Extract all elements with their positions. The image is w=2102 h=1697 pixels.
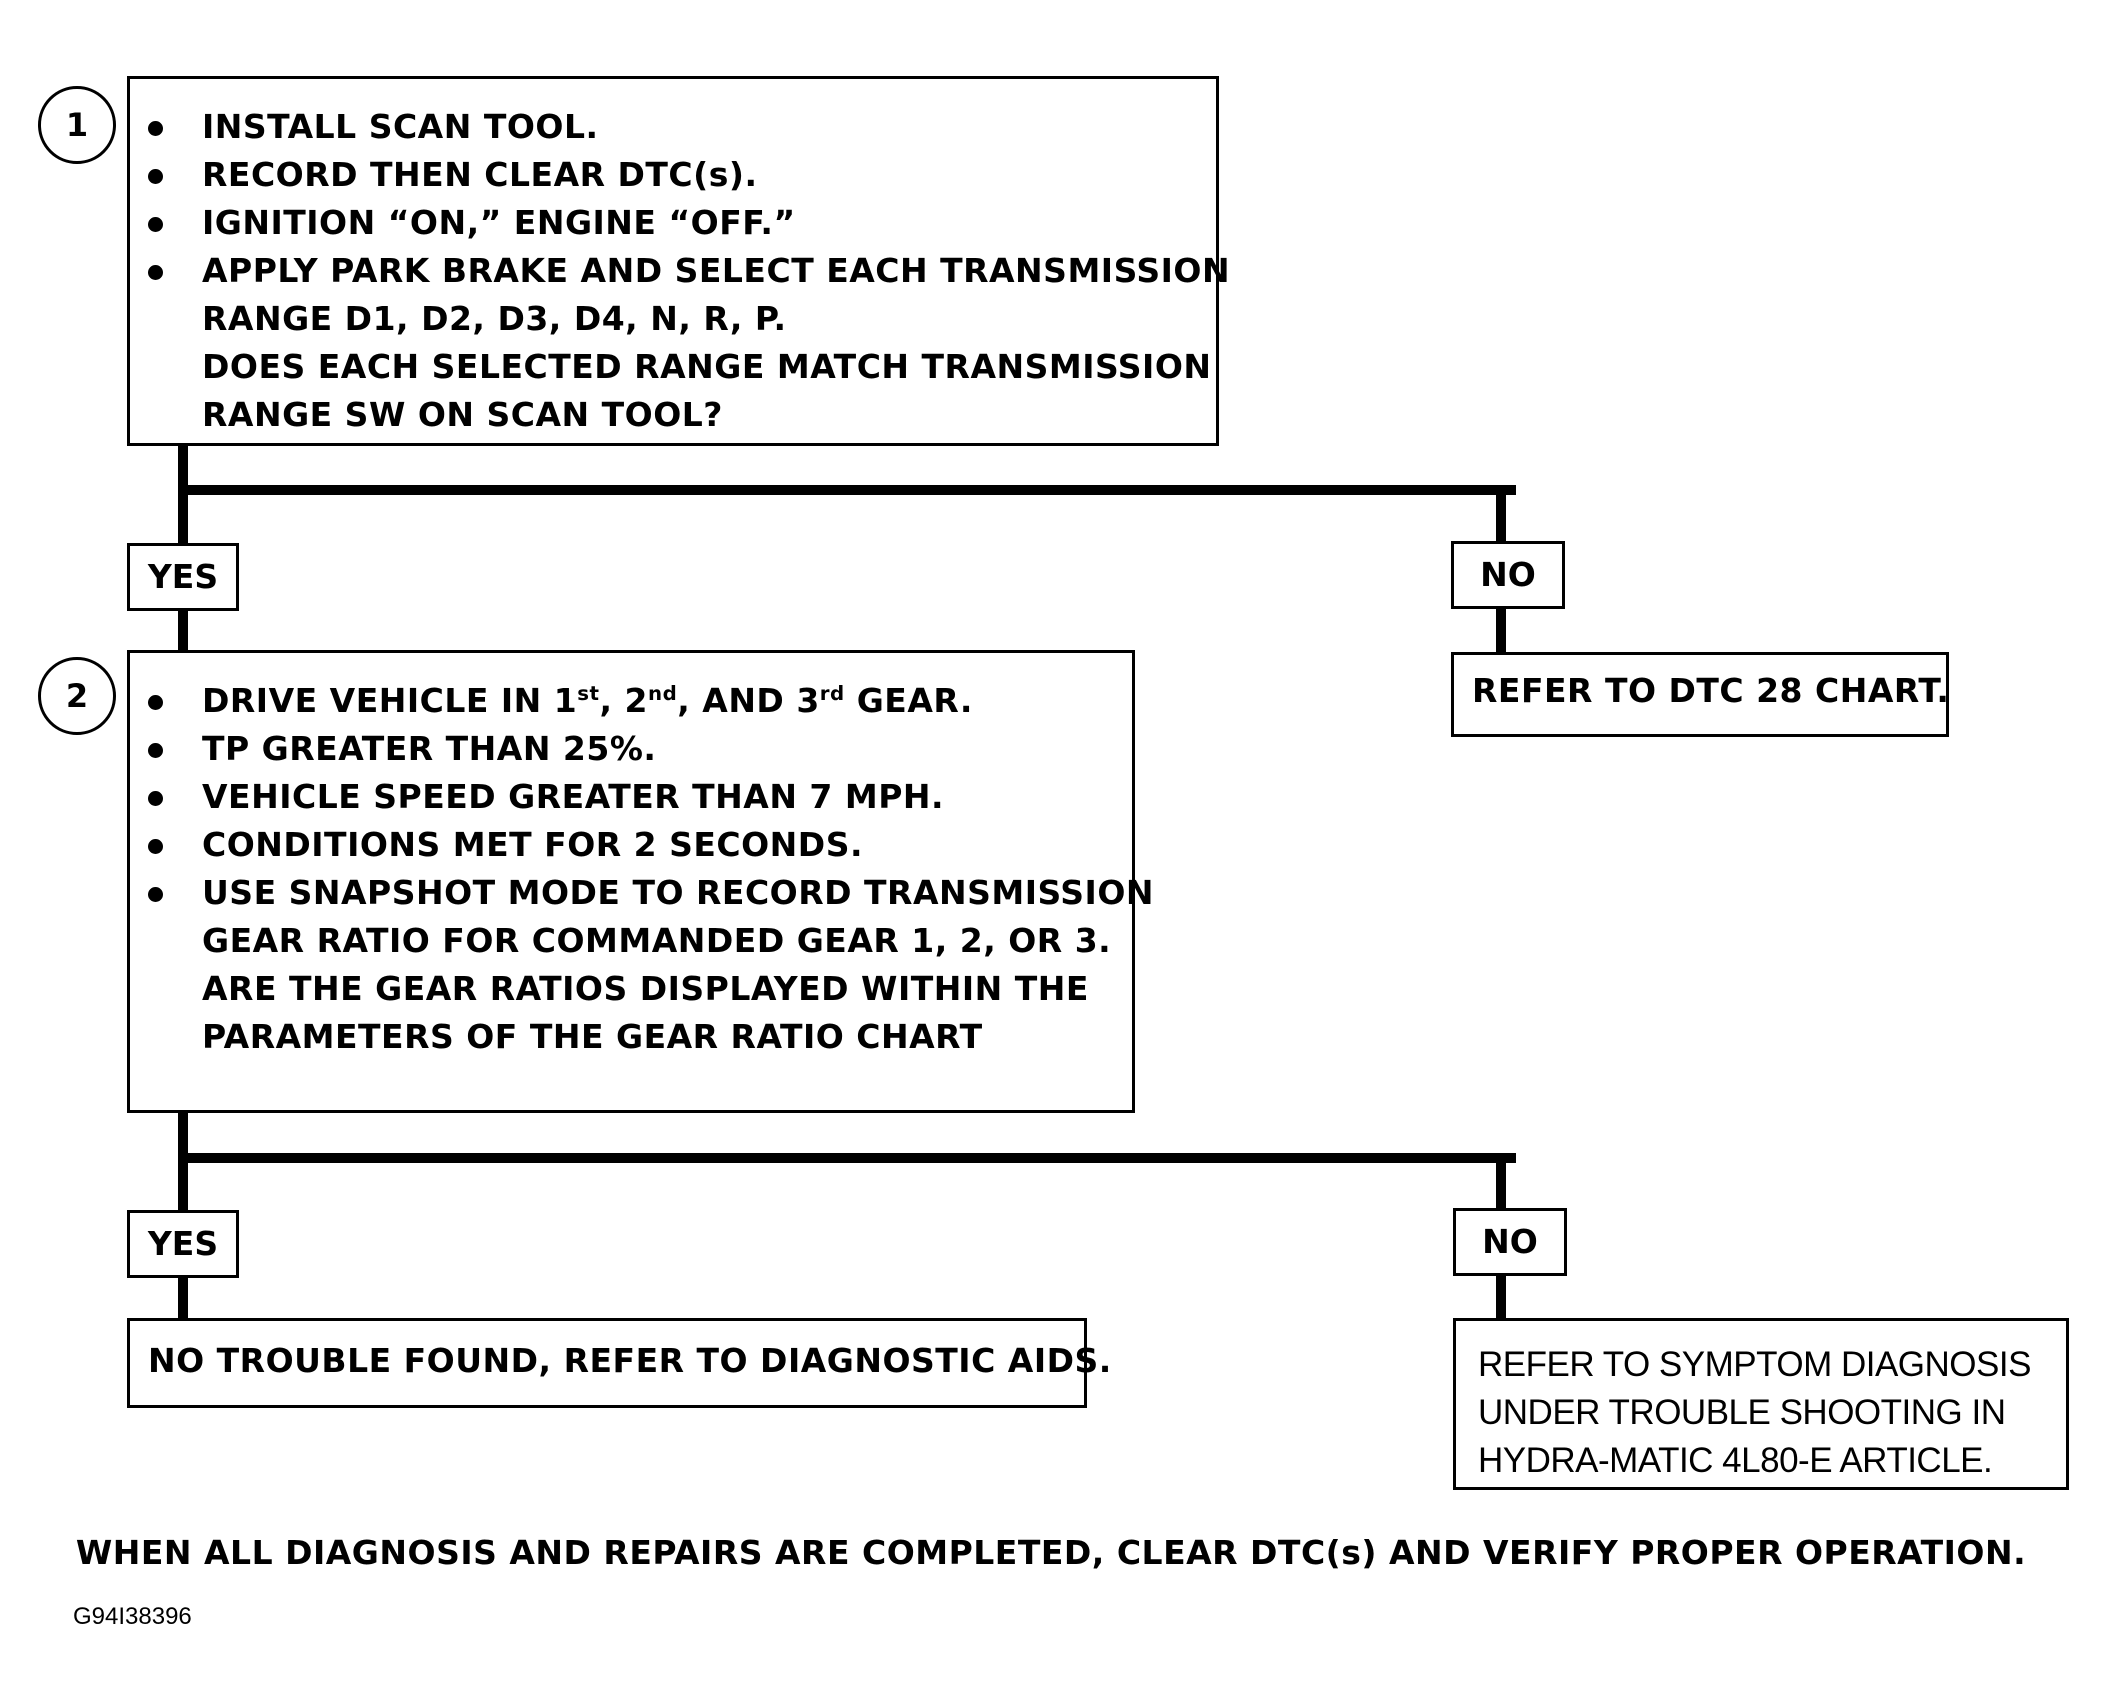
step-1-item: APPLY PARK BRAKE AND SELECT EACH TRANSMI…: [130, 247, 1230, 439]
footer-note: WHEN ALL DIAGNOSIS AND REPAIRS ARE COMPL…: [75, 1533, 2027, 1572]
step-2-item: TP GREATER THAN 25%.: [130, 725, 1132, 773]
step-2-yes-result: NO TROUBLE FOUND, REFER TO DIAGNOSTIC AI…: [127, 1318, 1111, 1408]
no-result-line: HYDRA-MATIC 4L80-E ARTICLE.: [1478, 1441, 1993, 1480]
step-2-item: USE SNAPSHOT MODE TO RECORD TRANSMISSION…: [130, 869, 1154, 1061]
connector-line: [178, 485, 1516, 495]
bullet-icon: [148, 887, 163, 902]
step-2-item: VEHICLE SPEED GREATER THAN 7 MPH.: [130, 773, 1132, 821]
no-result-text: REFER TO DTC 28 CHART.: [1472, 671, 1950, 710]
step-1-item: INSTALL SCAN TOOL.: [130, 103, 1216, 151]
step-1-item: IGNITION “ON,” ENGINE “OFF.”: [130, 199, 1216, 247]
step-2-item: CONDITIONS MET FOR 2 SECONDS.: [130, 821, 1132, 869]
step-2-box: DRIVE VEHICLE IN 1st, 2nd, AND 3rd GEAR.…: [127, 650, 1154, 1113]
connector-line: [178, 611, 188, 653]
figure-id: G94I38396: [73, 1603, 192, 1630]
no-result-line: UNDER TROUBLE SHOOTING IN: [1478, 1393, 2006, 1432]
bullet-icon: [148, 121, 163, 136]
connector-line: [178, 1278, 188, 1320]
bullet-icon: [148, 695, 163, 710]
step-2-item: DRIVE VEHICLE IN 1st, 2nd, AND 3rd GEAR.: [130, 677, 1132, 725]
no-result-line: REFER TO SYMPTOM DIAGNOSIS: [1478, 1345, 2031, 1384]
step-2-number: 2: [38, 657, 116, 735]
connector-line: [1496, 1153, 1506, 1211]
step-1-item: RECORD THEN CLEAR DTC(s).: [130, 151, 1216, 199]
step-1-no-label: NO: [1451, 541, 1565, 609]
connector-line: [178, 1153, 1516, 1163]
step-1-no-result: REFER TO DTC 28 CHART.: [1451, 652, 1949, 737]
connector-line: [1496, 609, 1506, 653]
bullet-icon: [148, 791, 163, 806]
connector-line: [1496, 485, 1506, 545]
step-1-box: INSTALL SCAN TOOL. RECORD THEN CLEAR DTC…: [127, 76, 1230, 446]
bullet-icon: [148, 743, 163, 758]
connector-line: [178, 446, 188, 546]
bullet-icon: [148, 169, 163, 184]
connector-line: [178, 1113, 188, 1213]
yes-result-text: NO TROUBLE FOUND, REFER TO DIAGNOSTIC AI…: [148, 1341, 1112, 1380]
step-2-no-label: NO: [1453, 1208, 1567, 1276]
bullet-icon: [148, 217, 163, 232]
step-1-number: 1: [38, 86, 116, 164]
step-2-yes-label: YES: [127, 1210, 239, 1278]
connector-line: [1496, 1276, 1506, 1318]
bullet-icon: [148, 839, 163, 854]
bullet-icon: [148, 265, 163, 280]
step-2-no-result: REFER TO SYMPTOM DIAGNOSIS UNDER TROUBLE…: [1453, 1318, 2069, 1490]
step-1-yes-label: YES: [127, 543, 239, 611]
